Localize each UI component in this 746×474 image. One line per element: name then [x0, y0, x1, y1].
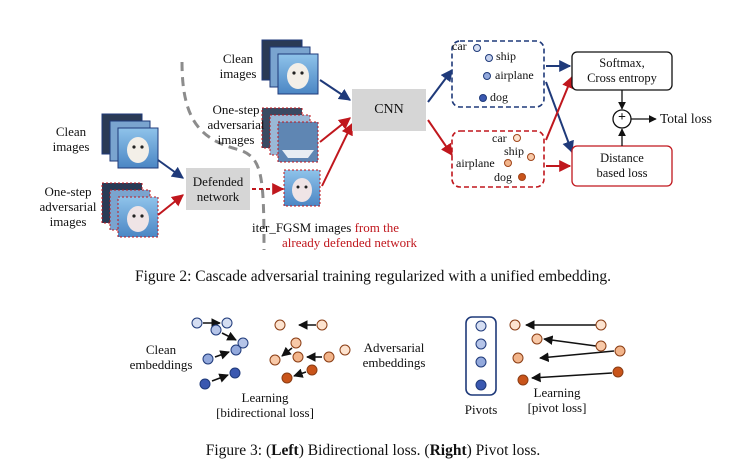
embed-clean-airplane: airplane	[495, 68, 534, 82]
dashed-separator	[180, 61, 266, 251]
cnn-label: CNN	[374, 102, 404, 117]
defended-network-box	[186, 168, 250, 210]
top-clean-image-stack	[261, 39, 319, 95]
bidirectional-embeddings	[191, 317, 351, 390]
iter-fgsm-image	[283, 169, 321, 207]
clean-embedding-box	[451, 40, 545, 108]
embed-adv-airplane: airplane	[456, 156, 495, 170]
embed-clean-dog: dog	[490, 90, 508, 104]
iter-fgsm-label: iter_FGSM images from the already defend…	[252, 220, 417, 250]
embed-adv-ship: ship	[504, 144, 525, 158]
pivot-embeddings	[475, 319, 626, 391]
pivots-label: Pivots	[464, 402, 498, 417]
adv-embedding-box	[451, 130, 545, 188]
figure2-caption: Figure 2: Cascade adversarial training r…	[134, 268, 612, 285]
softmax-label: Softmax,Cross entropy	[587, 56, 657, 85]
embed-adv-dog: dog	[494, 170, 512, 184]
pivots-box	[465, 316, 497, 396]
figure3-caption: Figure 3: (Left) Bidirectional loss. (Ri…	[205, 442, 541, 459]
top-adv-image-stack	[261, 107, 319, 163]
embed-adv-car: car	[492, 131, 507, 145]
total-loss-label: Total loss	[660, 111, 712, 126]
learning-bidirectional-label: Learning[bidirectional loss]	[216, 390, 314, 420]
left-clean-image-stack	[101, 113, 159, 169]
cnn-box	[352, 89, 426, 131]
plus-label: +	[618, 110, 626, 125]
embed-clean-ship: ship	[496, 49, 517, 63]
embed-clean-car: car	[452, 39, 467, 53]
left-adv-image-stack	[101, 182, 159, 238]
learning-pivot-label: Learning[pivot loss]	[527, 385, 587, 415]
